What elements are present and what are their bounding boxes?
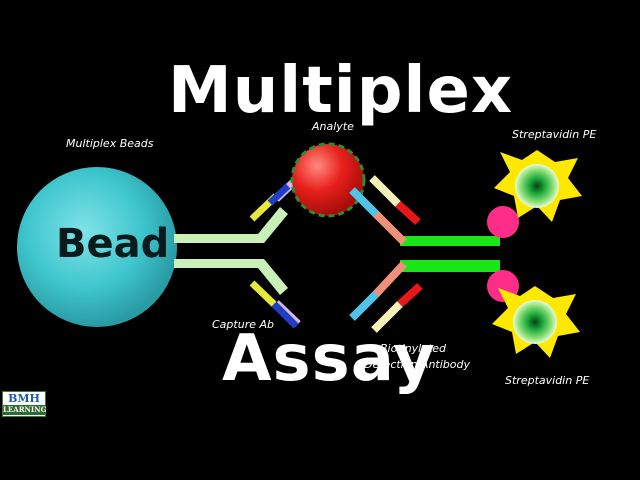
bmh-learning-logo: BMH LEARNING — [2, 391, 47, 417]
streptavidin-pe-top — [494, 150, 582, 222]
bead-sphere — [17, 167, 177, 327]
title-multiplex: Multiplex — [168, 54, 514, 128]
capture-ab-label: Capture Ab — [212, 318, 274, 331]
streptavidin-pe-top-label: Streptavidin PE — [512, 128, 597, 141]
biotinylated-label: Biotinylated — [380, 342, 447, 355]
multiplex-beads-label: Multiplex Beads — [66, 137, 154, 150]
streptavidin-pe-bottom — [492, 286, 580, 358]
title-assay: Assay — [222, 322, 436, 396]
analyte-sphere — [290, 142, 366, 218]
detection-antibody — [349, 175, 500, 333]
streptavidin-pe-bottom-label: Streptavidin PE — [505, 374, 590, 387]
analyte-label: Analyte — [312, 120, 354, 133]
bead-label: Bead — [56, 221, 170, 267]
logo-main-text: BMH — [8, 392, 40, 405]
biotin-dot-top — [487, 206, 519, 238]
detection-antibody-label: Detection Antibody — [364, 358, 471, 371]
capture-antibody — [174, 175, 301, 329]
logo-sub-text: LEARNING — [3, 405, 47, 415]
